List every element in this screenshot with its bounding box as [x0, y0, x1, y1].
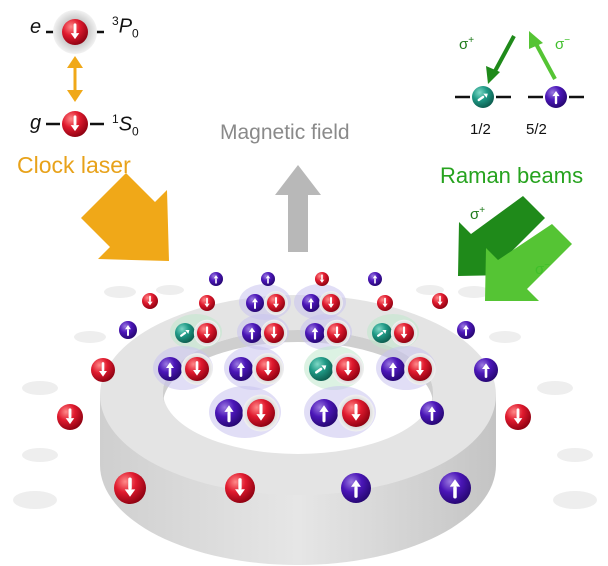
blue-atom — [229, 357, 253, 381]
red-atom — [319, 291, 343, 315]
spin-five-half-label: 5/2 — [526, 121, 547, 138]
excited-term-label: 3P0 — [112, 14, 139, 41]
blue-atom — [368, 272, 382, 286]
clock-laser-label: Clock laser — [17, 152, 131, 178]
raman-beam-sigma-minus-arrow — [485, 224, 572, 301]
atom-shadows — [13, 285, 597, 509]
blue-atom — [242, 323, 262, 343]
red-atom — [264, 291, 288, 315]
red-atom — [260, 319, 288, 347]
blue-atom — [215, 399, 243, 427]
blue-atom — [341, 473, 371, 503]
ground-state-label: g — [30, 112, 42, 134]
sigma-minus-label-beam: σ− — [535, 260, 551, 278]
red-atom — [142, 293, 158, 309]
spin-five-half-atom — [545, 86, 567, 108]
excited-state-label: e — [30, 16, 42, 38]
red-atom — [505, 404, 531, 430]
red-atom — [337, 394, 375, 432]
magnetic-field-label: Magnetic field — [220, 121, 350, 144]
sigma-plus-label-beam: σ+ — [470, 205, 486, 223]
red-atom — [242, 394, 280, 432]
raman-beam-sigma-plus-arrow — [458, 196, 545, 276]
red-atom — [323, 319, 351, 347]
spin-half-atom — [472, 86, 494, 108]
red-atom — [57, 404, 83, 430]
clock-laser-arrow — [81, 173, 169, 261]
red-atom — [181, 353, 213, 385]
sigma-plus-label-top: σ+ — [459, 35, 475, 53]
blue-atom — [381, 357, 405, 381]
blue-atom — [474, 358, 498, 382]
ground-term-label: 1S0 — [112, 112, 139, 139]
teal-atom — [309, 357, 333, 381]
atoms-layer — [57, 19, 567, 504]
spin-half-label: 1/2 — [470, 121, 491, 138]
blue-atom — [305, 323, 325, 343]
red-atom — [390, 319, 418, 347]
raman-beams-label: Raman beams — [440, 163, 584, 188]
blue-atom — [158, 357, 182, 381]
sigma-minus-label-top: σ− — [555, 35, 571, 53]
red-atom — [225, 473, 255, 503]
blue-atom — [246, 294, 264, 312]
magnetic-field-arrow — [275, 165, 321, 252]
teal-atom — [175, 323, 195, 343]
blue-atom — [119, 321, 137, 339]
blue-atom — [457, 321, 475, 339]
blue-atom — [302, 294, 320, 312]
blue-atom — [420, 401, 444, 425]
red-atom — [315, 272, 329, 286]
red-atom — [199, 295, 215, 311]
blue-atom — [439, 472, 471, 504]
red-atom — [432, 293, 448, 309]
red-atom — [252, 353, 284, 385]
red-atom — [91, 358, 115, 382]
red-atom — [114, 472, 146, 504]
spin-level-diagram — [455, 31, 584, 99]
blue-atom — [209, 272, 223, 286]
red-atom — [193, 319, 221, 347]
excited-state-atom — [62, 19, 88, 45]
teal-atom — [372, 323, 392, 343]
ground-state-atom — [62, 111, 88, 137]
blue-atom — [310, 399, 338, 427]
red-atom — [404, 353, 436, 385]
red-atom — [377, 295, 393, 311]
red-atom — [332, 353, 364, 385]
blue-atom — [261, 272, 275, 286]
